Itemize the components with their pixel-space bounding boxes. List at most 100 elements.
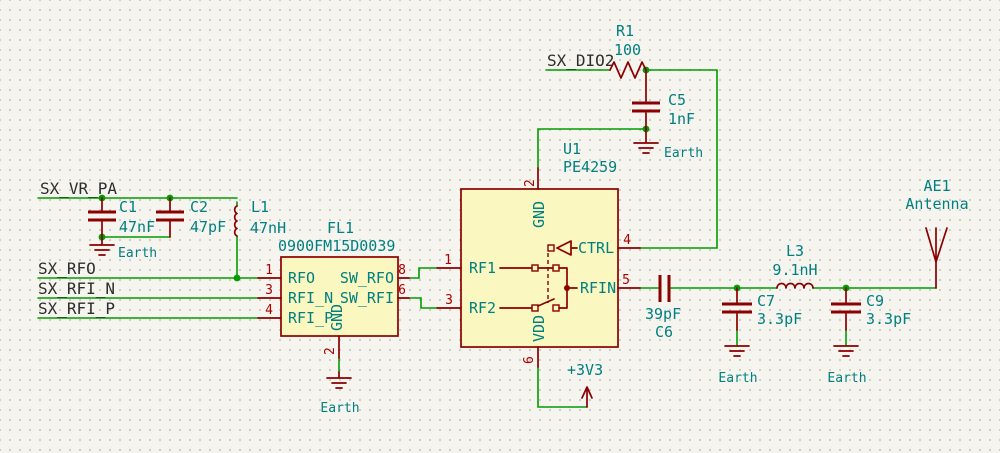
u1-pin-name-vdd: VDD	[530, 315, 548, 342]
capacitor-icon	[658, 275, 671, 302]
fl1-pin-name-rfo: RFO	[288, 269, 315, 287]
earth-label: Earth	[718, 371, 757, 386]
resistor-r1[interactable]: R1 100	[609, 22, 647, 79]
r1-value: 100	[614, 41, 641, 59]
fl1-pins	[257, 277, 410, 359]
c6-value: 39pF	[645, 305, 681, 323]
net-label-sx-rfo[interactable]: SX_RFO	[38, 259, 96, 278]
ground-earth-fl1[interactable]: Earth	[320, 371, 360, 416]
power-flag-3v3[interactable]: +3V3	[567, 361, 603, 408]
u1-pin2-number: 2	[523, 179, 538, 187]
c7-ref: C7	[757, 292, 775, 310]
earth-icon	[633, 128, 659, 154]
wire-swrfo-rf1[interactable]	[408, 267, 438, 279]
fl1-ref[interactable]: FL1	[327, 219, 354, 237]
c1-value: 47nF	[119, 218, 155, 236]
capacitor-c9[interactable]: C9 3.3pF	[831, 287, 911, 331]
ic-u1[interactable]: U1 PE4259 1 3 4 5 2 6 RF1 RF2 CTRL RFIN …	[436, 140, 641, 368]
net-label-sx-rfi-p[interactable]: SX_RFI_P	[38, 299, 115, 318]
capacitor-icon	[722, 302, 752, 314]
c2-ref: C2	[190, 198, 208, 216]
inductor-l3[interactable]: L3 9.1nH	[772, 242, 818, 289]
inductor-icon	[233, 205, 238, 237]
fl1-pin3-number: 3	[265, 283, 273, 298]
fl1-pin8-number: 8	[398, 263, 406, 278]
capacitor-icon	[88, 210, 116, 222]
inductor-icon	[776, 282, 814, 289]
ground-earth-c9[interactable]: Earth	[827, 345, 867, 386]
spdt-switch-icon	[499, 240, 578, 312]
c2-value: 47pF	[190, 218, 226, 236]
wires	[37, 69, 937, 408]
u1-pin-name-ctrl: CTRL	[578, 239, 614, 257]
net-label-sx-rfi-n[interactable]: SX_RFI_N	[38, 279, 115, 298]
c6-ref: C6	[655, 323, 673, 341]
l1-ref: L1	[251, 198, 269, 216]
wire-vdd-3v3[interactable]	[537, 366, 588, 408]
l1-value: 47nH	[250, 219, 286, 237]
capacitor-icon	[632, 101, 660, 113]
ground-earth-c7[interactable]: Earth	[718, 345, 758, 386]
capacitor-c2[interactable]: C2 47pF	[156, 197, 226, 238]
c9-value: 3.3pF	[866, 310, 911, 328]
capacitor-c7[interactable]: C7 3.3pF	[722, 287, 802, 331]
fl1-pin-name-sw-rfi: SW_RFI	[340, 289, 394, 307]
u1-pin1-number: 1	[444, 253, 452, 268]
net-label-sx-dio2[interactable]: SX_DIO2	[547, 51, 614, 70]
wire-u1-gnd[interactable]	[537, 128, 647, 169]
u1-pin4-number: 4	[623, 233, 631, 248]
fl1-pin1-number: 1	[265, 263, 273, 278]
c9-ref: C9	[866, 292, 884, 310]
antenna-icon	[925, 227, 948, 289]
capacitor-c6[interactable]: 39pF C6	[645, 275, 681, 341]
earth-icon	[724, 345, 750, 357]
capacitor-icon	[831, 302, 861, 314]
earth-icon	[833, 345, 859, 357]
capacitor-c1[interactable]: C1 47nF	[88, 197, 155, 238]
earth-icon	[326, 371, 352, 389]
earth-icon	[89, 236, 115, 256]
u1-pin3-number: 3	[445, 293, 453, 308]
power-3v3-label: +3V3	[567, 361, 603, 379]
wire-r1-ctrl[interactable]	[639, 69, 718, 249]
ground-earth-c5[interactable]: Earth	[633, 128, 703, 161]
u1-pin-name-rfin: RFIN	[580, 279, 616, 297]
fl1-body[interactable]	[280, 256, 399, 337]
wire-swrfi-rf2[interactable]	[408, 297, 438, 309]
u1-pin6-number: 6	[522, 356, 537, 364]
fl1-value[interactable]: 0900FM15D0039	[278, 237, 395, 255]
inductor-l1[interactable]: L1 47nH	[233, 198, 286, 237]
ae1-value: Antenna	[905, 195, 968, 213]
capacitor-icon	[156, 210, 184, 222]
ground-earth-c1[interactable]: Earth	[89, 236, 157, 261]
u1-pin5-number: 5	[622, 273, 630, 288]
u1-value[interactable]: PE4259	[563, 158, 617, 176]
l3-ref: L3	[786, 242, 804, 260]
u1-pin-name-rf1: RF1	[469, 259, 496, 277]
net-label-sx-vr-pa[interactable]: SX_VR_PA	[40, 179, 117, 198]
r1-ref: R1	[616, 22, 634, 40]
c7-value: 3.3pF	[757, 310, 802, 328]
fl1-pin-name-rfi-n: RFI_N	[288, 289, 333, 307]
resistor-icon	[609, 61, 647, 79]
earth-label: Earth	[827, 371, 866, 386]
fl1-pin-name-rfi-p: RFI_P	[288, 309, 333, 327]
c5-value: 1nF	[668, 110, 695, 128]
ae1-ref: AE1	[923, 177, 950, 195]
inverter-icon	[556, 240, 578, 256]
capacitor-c5[interactable]: C5 1nF	[632, 69, 695, 130]
c5-ref: C5	[668, 91, 686, 109]
earth-label: Earth	[118, 246, 157, 261]
l3-value: 9.1nH	[772, 261, 817, 279]
fl1-pin2-number: 2	[323, 347, 338, 355]
u1-pin-name-rf2: RF2	[469, 299, 496, 317]
earth-label: Earth	[664, 146, 703, 161]
antenna-ae1[interactable]: AE1 Antenna	[905, 177, 969, 289]
filter-fl1[interactable]: FL1 0900FM15D0039 1 3 4 8 6 2 RFO RFI_N …	[257, 219, 410, 359]
fl1-pin-name-sw-rfo: SW_RFO	[340, 269, 394, 287]
u1-ref[interactable]: U1	[563, 140, 581, 158]
fl1-pin-name-gnd: GND	[328, 304, 346, 331]
earth-label: Earth	[320, 401, 359, 416]
fl1-pin6-number: 6	[398, 283, 406, 298]
